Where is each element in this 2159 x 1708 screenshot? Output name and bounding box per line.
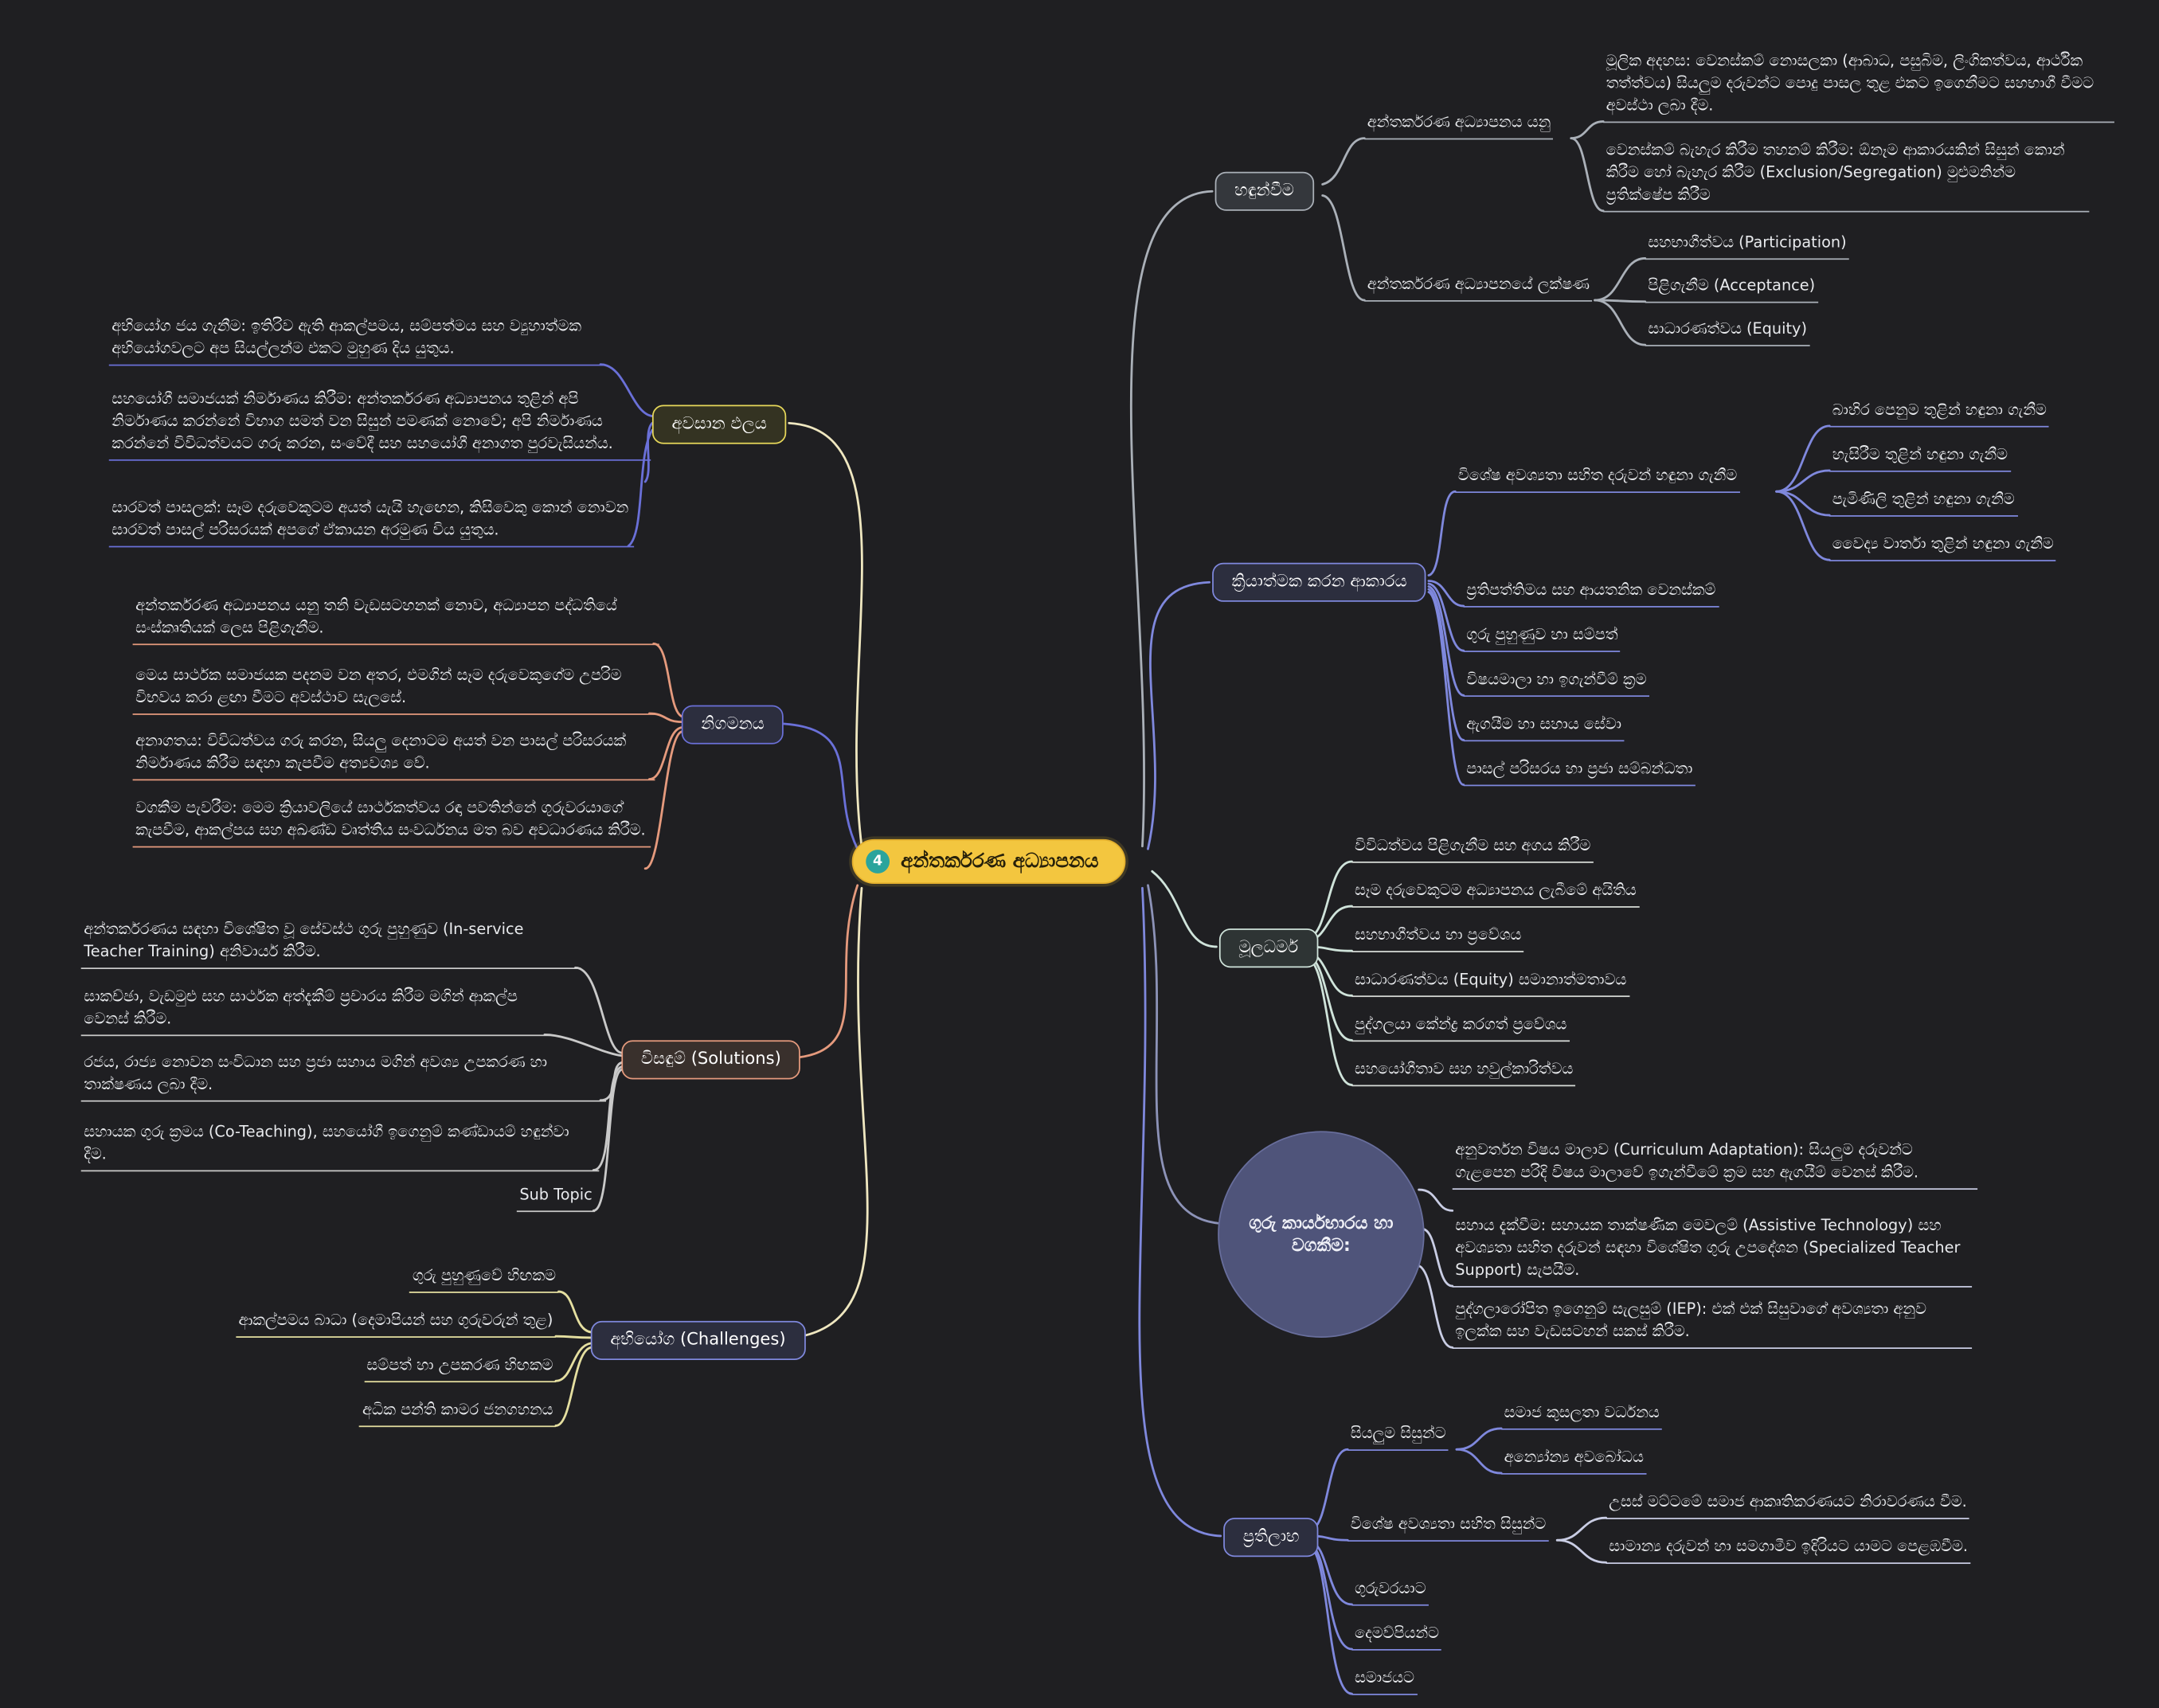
topic-principle-participation-access[interactable]: සහභාගීත්වය හා ප්‍රවේශය (1351, 924, 1524, 952)
branch-node-final-outcome[interactable]: අවසාන ඵලය (651, 405, 787, 444)
topic-solution-attitude-change[interactable]: සාකච්ඡා, වැඩමුළු සහ සාර්ථක අත්දැකීම් ප්‍… (80, 986, 550, 1036)
topic-solution-sub-topic[interactable]: Sub Topic (516, 1184, 596, 1213)
topic-intro-definition[interactable]: අන්තර්කරණ අධ්‍යාපනය යනු (1364, 111, 1554, 140)
branch-node-conclusion[interactable]: නිගමනය (681, 705, 784, 744)
topic-benefit-mutual-understanding[interactable]: අන්‍යෝන්‍ය අවබෝධය (1501, 1447, 1647, 1475)
topic-benefit-for-parents[interactable]: දෙමව්පියන්ට (1351, 1623, 1442, 1651)
teacher-role-label: ගුරු කාර්යභාරය හා වගකීම: (1249, 1212, 1394, 1256)
branch-node-principles[interactable]: මූලධර්ම (1218, 928, 1318, 967)
topic-benefits-all-students[interactable]: සියලුම සිසුන්ට (1347, 1423, 1449, 1451)
central-topic[interactable]: 4 අන්තර්කරණ අධ්‍යාපනය (851, 838, 1125, 885)
topic-feature-participation[interactable]: සහභාගීත්වය (Participation) (1645, 232, 1850, 260)
topic-teacher-training-resources[interactable]: ගුරු පුහුණුව හා සම්පත් (1463, 624, 1621, 652)
topic-identify-appearance[interactable]: බාහිර පෙනුම තුළින් හඳුනා ගැනීම (1829, 400, 2050, 428)
branch-node-teacher-role[interactable]: ගුරු කාර්යභාරය හා වගකීම: (1218, 1131, 1425, 1338)
topic-principle-right-to-education[interactable]: සෑම දරුවෙකුටම අධ්‍යාපනය ලැබීමේ අයිතිය (1351, 880, 1640, 908)
topic-benefits-special-needs-students[interactable]: විශේෂ අවශ්‍යතා සහිත සිසුන්ට (1347, 1514, 1549, 1542)
central-topic-label: අන්තර්කරණ අධ්‍යාපනය (901, 850, 1099, 873)
branch-node-implementation[interactable]: ක්‍රියාත්මක කරන ආකාරය (1212, 562, 1427, 602)
topic-challenge-training-shortage[interactable]: ගුරු පුහුණුවේ හිඟකම (409, 1265, 559, 1293)
topic-principle-collaboration[interactable]: සහයෝගීතාව සහ හවුල්කාරිත්වය (1351, 1058, 1576, 1087)
topic-feature-equity[interactable]: සාධාරණත්වය (Equity) (1645, 319, 1810, 346)
topic-identify-special-needs[interactable]: විශේෂ අවශ්‍යතා සහිත දරුවන් හඳුනා ගැනීම (1455, 465, 1740, 493)
branch-node-solutions[interactable]: විසඳුම් (Solutions) (621, 1040, 801, 1079)
topic-cooperative-society[interactable]: සහයෝගී සමාජයක් නිර්මාණය කිරීම: අන්තර්කරණ… (108, 389, 651, 461)
topic-solution-co-teaching[interactable]: සහායක ගුරු ක්‍රමය (Co-Teaching), සහයෝගී … (80, 1121, 600, 1172)
topic-inclusive-school-goal[interactable]: සාරවත් පාසලක්: සෑම දරුවෙකුටම අයත් යැයි හ… (108, 497, 635, 548)
topic-intro-features[interactable]: අන්තර්කරණ අධ්‍යාපනයේ ලක්ෂණ (1364, 274, 1593, 302)
topic-intro-definition-core-idea[interactable]: මූලික අදහස: වෙනස්කම් නොසලකා (ආබාධ, පසුබි… (1603, 50, 2114, 123)
topic-benefit-for-teacher[interactable]: ගුරුවරයාට (1351, 1578, 1430, 1606)
topic-solution-equipment-technology[interactable]: රජය, රාජ්‍ය නොවන සංවිධාන සහ ප්‍රජා සහාය … (80, 1051, 607, 1102)
topic-overcoming-challenges[interactable]: අභියෝග ජය ගැනීම: ඉතිරිව ඇති ආකල්පමය, සම්… (108, 315, 607, 366)
topic-challenge-attitudinal-barriers[interactable]: ආකල්පමය බාධා (දෙමාපියන් සහ ගුරුවරුන් තුළ… (235, 1310, 556, 1338)
topic-conclusion-culture-not-program[interactable]: අන්තර්කරණ අධ්‍යාපනය යනු තනි වැඩසටහනක් නො… (132, 595, 659, 645)
topic-policy-institutional-change[interactable]: ප්‍රතිපත්තිමය සහ ආයතනික වෙනස්කම් (1463, 580, 1719, 608)
topic-curriculum-adaptation[interactable]: අනුවර්තන විෂය මාලාව (Curriculum Adaptati… (1452, 1139, 1978, 1190)
topic-iep-plans[interactable]: පුද්ගලාරෝපිත ඉගෙනුම් සැලසුම් (IEP): එක් … (1452, 1299, 1973, 1349)
topic-benefit-for-society[interactable]: සමාජයට (1351, 1667, 1418, 1695)
topic-challenge-overcrowded-classrooms[interactable]: අධික පන්ති කාමර ජනගහනය (359, 1399, 556, 1428)
branch-node-intro[interactable]: හඳුන්වීම (1214, 171, 1314, 211)
topic-principle-diversity[interactable]: විවිධත්වය පිළිගැනීම සහ අගය කිරීම (1351, 835, 1594, 863)
topic-benefit-social-skills[interactable]: සමාජ කුසලතා වර්ධනය (1501, 1402, 1663, 1430)
topic-conclusion-responsibility[interactable]: වගකීම පැවරීම: මෙම ක්‍රියාවලියේ සාර්ථකත්ව… (132, 797, 651, 848)
branch-node-challenges[interactable]: අභියෝග (Challenges) (590, 1320, 806, 1360)
topic-assistive-technology-support[interactable]: සහාය දැක්වීම: සහායක තාක්ෂණික මෙවලම් (Ass… (1452, 1215, 1973, 1288)
topic-identify-complaints[interactable]: පැමිණිලි තුළින් හඳුනා ගැනීම (1829, 489, 2018, 517)
numbered-badge-icon: 4 (866, 850, 890, 874)
topic-benefit-progress-with-peers[interactable]: සාමාන්‍ය දරුවන් හා සමගාමීව ඉදිරියට යාමට … (1606, 1536, 1971, 1564)
topic-conclusion-foundation-of-society[interactable]: මෙය සාර්ථක සමාජයක පදනම වන අතර, එමගින් සෑ… (132, 665, 655, 715)
topic-conclusion-future-commitment[interactable]: අනාගතය: විවිධත්වය ගරු කරන, සියලු දෙනාටම … (132, 730, 655, 781)
topic-identify-medical-reports[interactable]: වෛද්‍ය වාර්තා තුළින් හඳුනා ගැනීම (1829, 534, 2057, 561)
branch-node-benefits[interactable]: ප්‍රතිලාභ (1223, 1518, 1320, 1557)
topic-intro-definition-no-exclusion[interactable]: වෙනස්කම් බැහැර කිරීම තහනම් කිරීම: ඕනෑම ආ… (1603, 139, 2090, 213)
topic-principle-equity[interactable]: සාධාරණත්වය (Equity) සමානාත්මතාවය (1351, 969, 1629, 997)
topic-solution-inservice-training[interactable]: අන්තර්කරණය සඳහා විශේෂිත වූ සේවස්ථ ගුරු ප… (80, 919, 581, 969)
topic-assessment-support-services[interactable]: ඇගයීම හා සහාය සේවා (1463, 713, 1625, 742)
topic-school-environment-community[interactable]: පාසල් පරිසරය හා ප්‍රජා සම්බන්ධතා (1463, 758, 1696, 787)
topic-feature-acceptance[interactable]: පිළිගැනීම (Acceptance) (1645, 275, 1818, 303)
topic-benefit-social-modeling[interactable]: උසස් මට්ටමේ සමාජ ආකෘතිකරණයට නිරාවරණය වීම… (1606, 1491, 1970, 1519)
topic-challenge-resource-shortage[interactable]: සම්පත් හා උපකරණ හිඟකම (363, 1354, 556, 1382)
topic-curriculum-teaching-methods[interactable]: විෂයමාලා හා ඉගැන්වීම් ක්‍රම (1463, 669, 1649, 697)
topic-identify-behavior[interactable]: හැසිරීම තුළින් හඳුනා ගැනීම (1829, 444, 2011, 472)
topic-principle-person-centered[interactable]: පුද්ගලයා කේන්ද්‍ර කරගත් ප්‍රවේශය (1351, 1014, 1570, 1042)
